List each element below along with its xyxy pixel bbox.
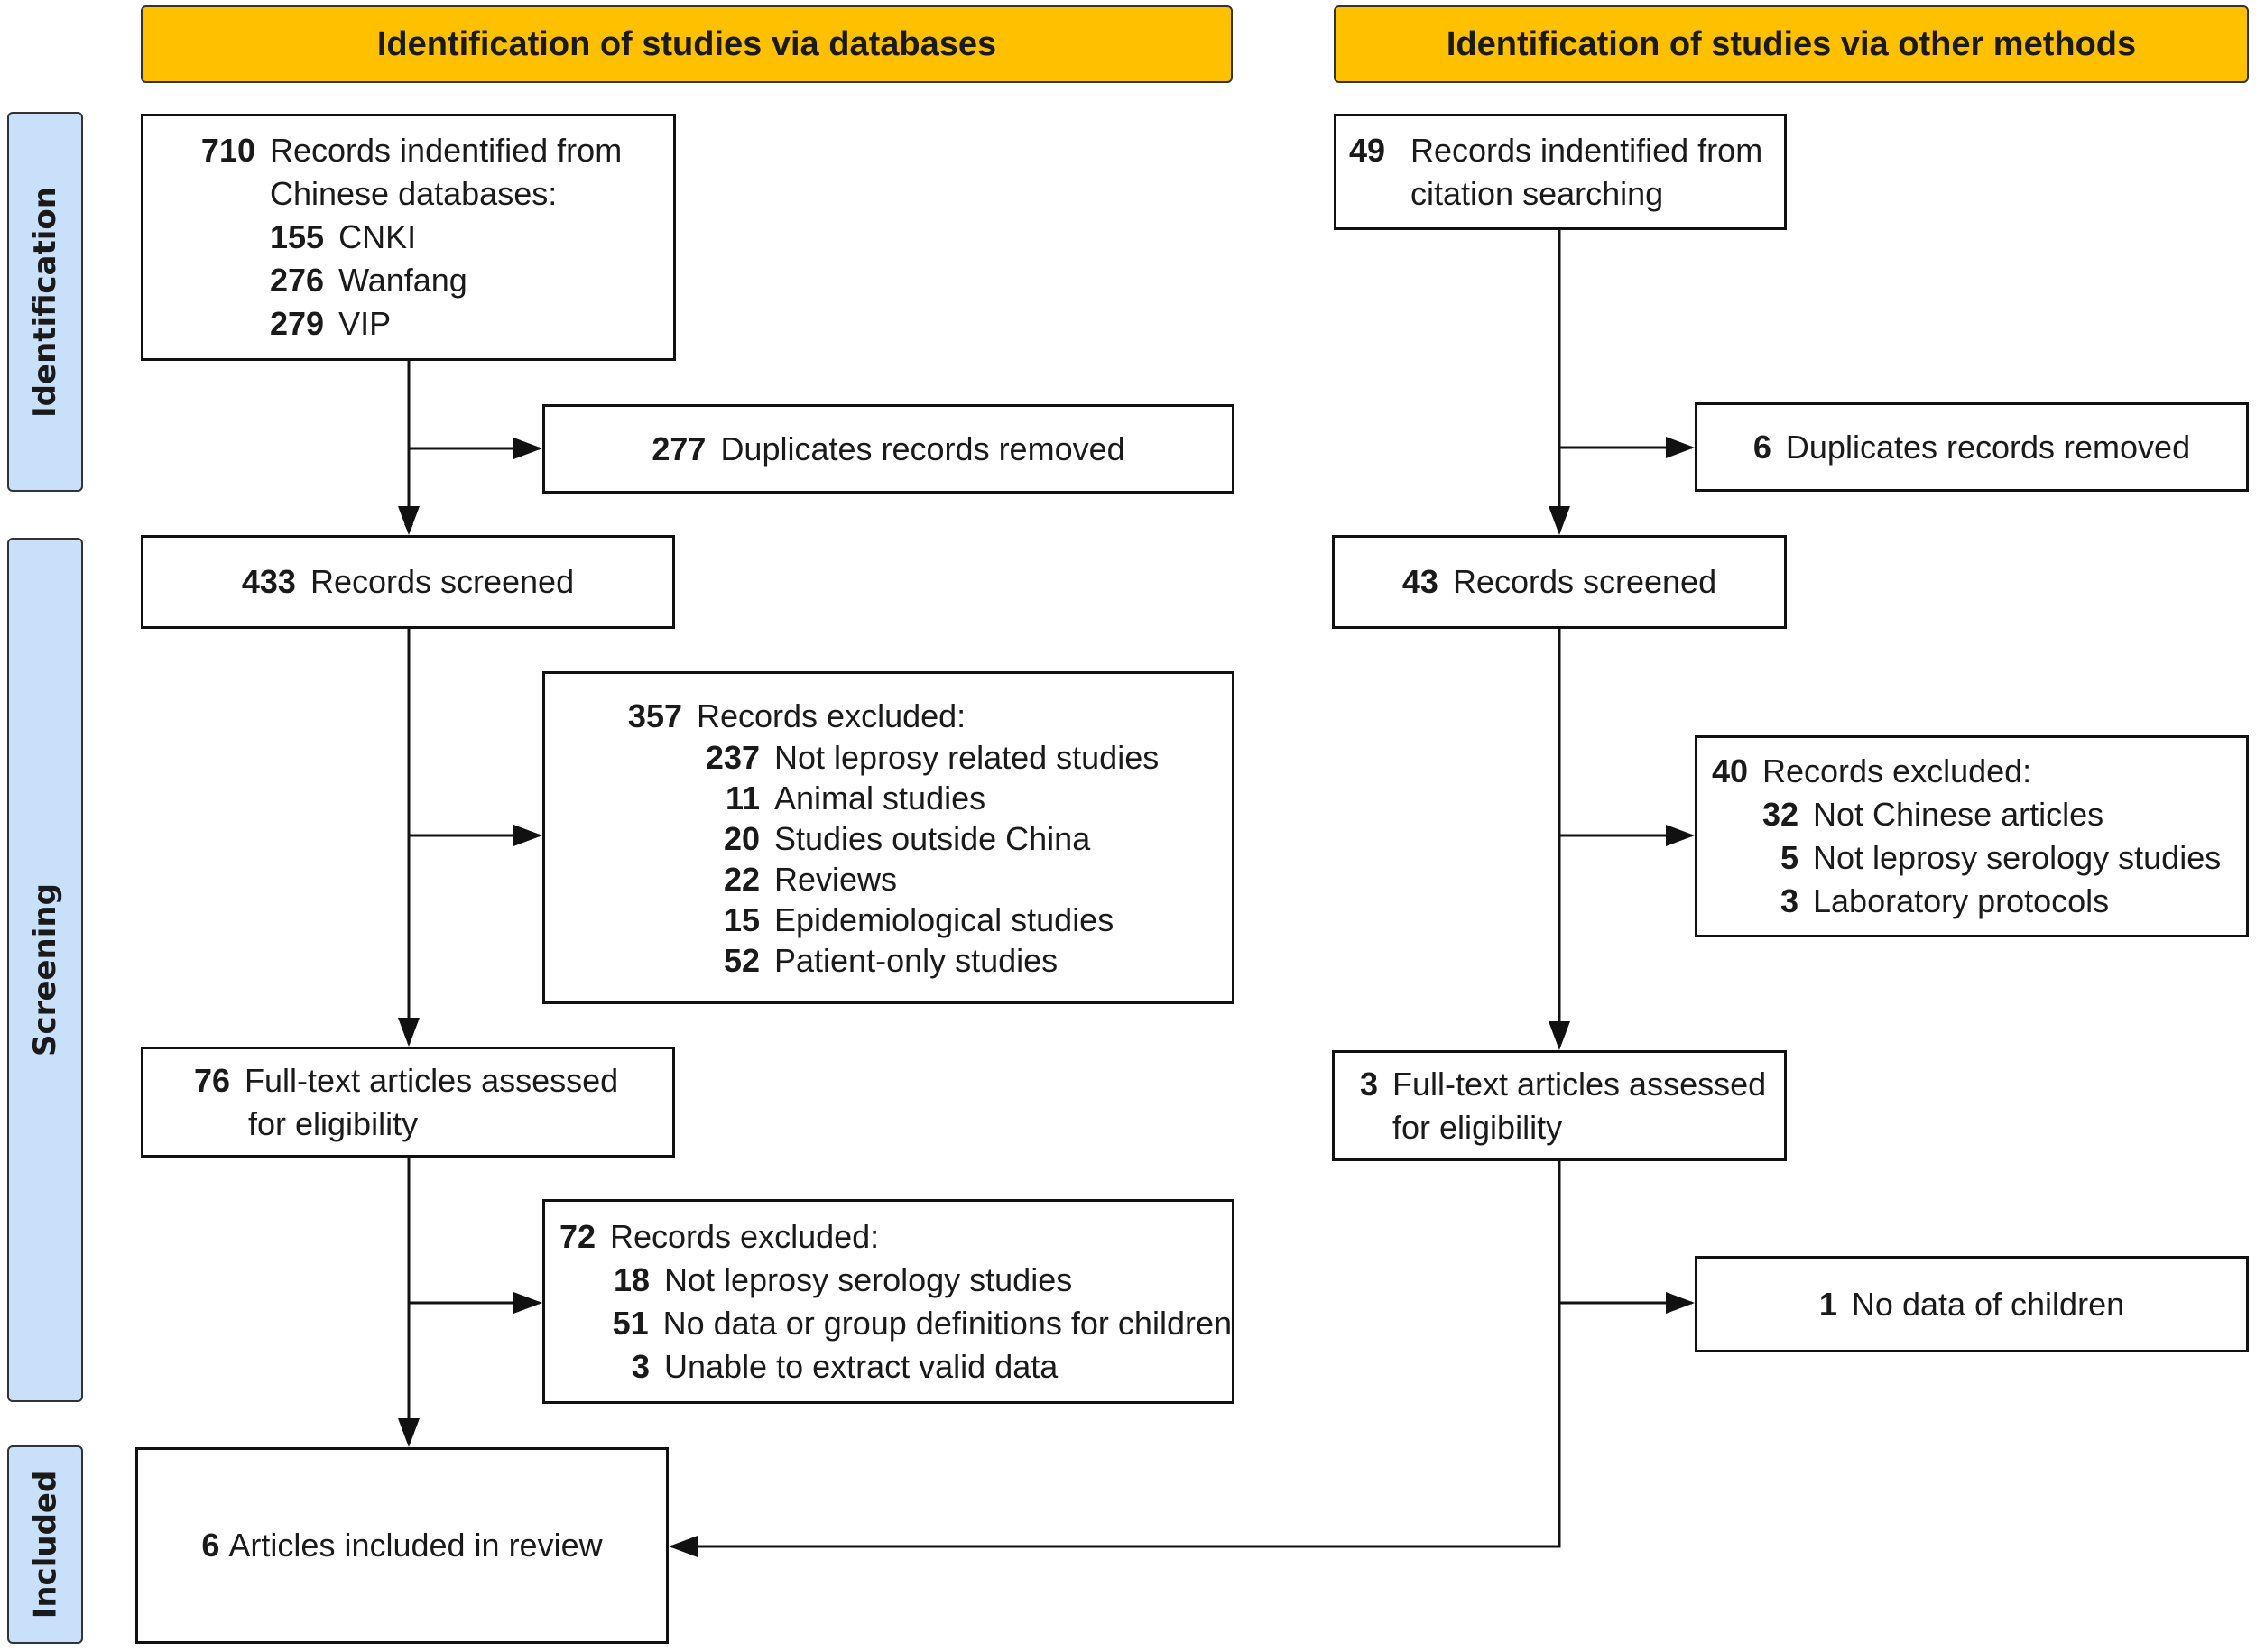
label: Animal studies xyxy=(774,779,986,817)
header-other-methods: Identification of studies via other meth… xyxy=(1334,5,2249,83)
count: 155 xyxy=(270,218,325,255)
label: Duplicates records removed xyxy=(1785,428,2191,466)
other-identified-box: 49 Records indentified from citation sear… xyxy=(1334,114,1787,230)
arrow-other-to-included xyxy=(671,1161,1561,1548)
label: Full-text articles assessed xyxy=(1392,1065,1767,1103)
label: Chinese databases: xyxy=(270,175,558,212)
stage-identification: Identification xyxy=(7,112,83,492)
stage-screening: Screening xyxy=(7,538,83,1402)
label: VIP xyxy=(338,305,392,342)
label: Records indentified from xyxy=(1410,131,1763,169)
label: Not Chinese articles xyxy=(1813,796,2104,833)
db-screened-box: 433 Records screened xyxy=(141,535,675,629)
count: 22 xyxy=(723,860,760,898)
label: Not leprosy related studies xyxy=(774,738,1160,776)
count: 276 xyxy=(270,262,325,299)
db-duplicates-box: 277 Duplicates records removed xyxy=(542,404,1234,494)
label: Articles included in review xyxy=(228,1527,603,1564)
count: 1 xyxy=(1818,1285,1837,1323)
label: CNKI xyxy=(338,218,417,255)
other-fulltext-box: 3 Full-text articles assessed for eligibi… xyxy=(1332,1050,1787,1161)
count: 433 xyxy=(241,563,296,600)
label: Reviews xyxy=(774,860,898,898)
count: 43 xyxy=(1401,563,1438,600)
count: 15 xyxy=(723,900,760,938)
label: Records screened xyxy=(310,563,575,600)
db-excluded-box: 357 Records excluded: 237 Not leprosy rela… xyxy=(542,671,1234,1004)
label: Records excluded: xyxy=(697,697,966,734)
count: 3 xyxy=(1780,882,1798,919)
count: 51 xyxy=(612,1304,649,1342)
label: Epidemiological studies xyxy=(774,900,1114,938)
count: 5 xyxy=(1780,839,1798,876)
count: 72 xyxy=(559,1217,596,1255)
label: No data of children xyxy=(1851,1285,2125,1323)
stage-label: Included xyxy=(27,1470,64,1620)
label: Records excluded: xyxy=(610,1217,880,1255)
stage-included: Included xyxy=(7,1445,83,1644)
stage-label: Identification xyxy=(27,186,63,418)
count: 6 xyxy=(201,1527,220,1564)
label: for eligibility xyxy=(1392,1108,1563,1146)
count: 3 xyxy=(631,1347,650,1385)
label: Wanfang xyxy=(338,262,467,299)
label: Studies outside China xyxy=(774,819,1091,857)
label: Not leprosy serology studies xyxy=(664,1260,1073,1298)
label: Not leprosy serology studies xyxy=(1813,839,2222,876)
count: 40 xyxy=(1711,752,1748,789)
other-screened-box: 43 Records screened xyxy=(1332,535,1787,629)
db-identified-box: 710 Records indentified from Chinese data… xyxy=(141,114,676,361)
db-fulltext-box: 76 Full-text articles assessed for eligib… xyxy=(141,1047,675,1158)
count: 11 xyxy=(725,779,760,817)
label: Records indentified from xyxy=(270,132,623,169)
label: No data or group definitions for childre… xyxy=(662,1304,1232,1342)
label: Laboratory protocols xyxy=(1813,882,2110,919)
other-excluded-box: 40 Records excluded: 32 Not Chinese articl… xyxy=(1695,735,2249,937)
count: 277 xyxy=(652,429,707,467)
label: Patient-only studies xyxy=(774,941,1059,979)
count: 52 xyxy=(723,941,760,979)
other-duplicates-box: 6 Duplicates records removed xyxy=(1695,402,2249,492)
count: 20 xyxy=(723,819,760,857)
count: 357 xyxy=(627,697,682,734)
count: 76 xyxy=(194,1061,231,1099)
label: Records screened xyxy=(1452,563,1717,600)
label: Unable to extract valid data xyxy=(664,1347,1059,1385)
label: for eligibility xyxy=(248,1104,419,1142)
header-databases: Identification of studies via databases xyxy=(141,5,1233,83)
other-fulltext-excluded-box: 1 No data of children xyxy=(1695,1256,2249,1352)
count: 18 xyxy=(613,1260,650,1298)
label: Records excluded: xyxy=(1762,752,2032,789)
stage-label: Screening xyxy=(27,883,63,1057)
count: 237 xyxy=(705,738,760,776)
label: Full-text articles assessed xyxy=(245,1061,619,1099)
count: 32 xyxy=(1761,796,1798,833)
count: 49 xyxy=(1349,131,1386,169)
label: citation searching xyxy=(1410,174,1664,212)
count: 3 xyxy=(1359,1065,1378,1103)
db-fulltext-excluded-box: 72 Records excluded: 18 Not leprosy serolo… xyxy=(542,1199,1234,1404)
count: 710 xyxy=(200,132,255,169)
count: 279 xyxy=(270,305,325,342)
label: Duplicates records removed xyxy=(720,429,1125,467)
count: 6 xyxy=(1752,428,1771,466)
